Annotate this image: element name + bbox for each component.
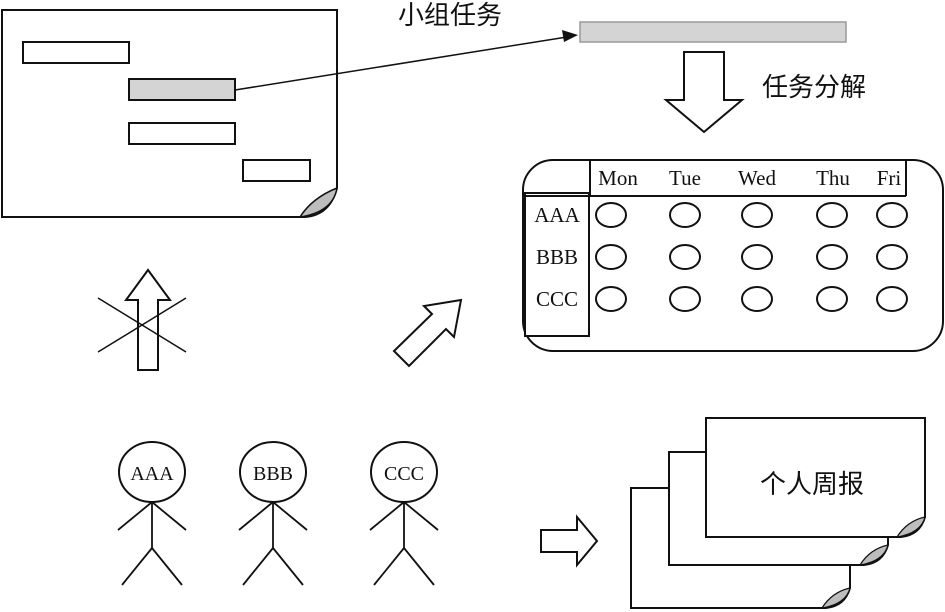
- slot-circle: [741, 202, 773, 228]
- slot-circle: [595, 244, 627, 270]
- report-page-front: [705, 417, 926, 538]
- day-header: Mon: [598, 166, 638, 190]
- task-decomposition-label: 任务分解: [762, 73, 866, 103]
- up-arrow: [124, 268, 172, 371]
- diagonal-arrow: [392, 298, 463, 368]
- slot-circle: [876, 244, 908, 270]
- slot-circle: [816, 202, 848, 228]
- person-name: CCC: [384, 463, 424, 485]
- slot-circle: [669, 286, 701, 312]
- member-row-label: BBB: [536, 245, 578, 269]
- day-header: Wed: [738, 166, 776, 190]
- slot-circle: [876, 202, 908, 228]
- slot-circle: [876, 286, 908, 312]
- day-header: Thu: [816, 166, 850, 190]
- connector-arrow: [234, 30, 578, 91]
- blocked-arrow: [97, 268, 187, 371]
- day-header: Fri: [877, 166, 902, 190]
- schedule-table: Mon Tue Wed Thu Fri AAA BBB CCC: [522, 159, 944, 352]
- task-bar: [128, 122, 236, 145]
- person-ccc: CCC: [369, 441, 439, 586]
- day-header: Tue: [669, 166, 701, 190]
- decompose-arrow: [663, 51, 745, 134]
- person-bbb: BBB: [238, 441, 308, 586]
- member-row-label: CCC: [536, 287, 578, 311]
- task-bar: [22, 41, 130, 64]
- person-name: AAA: [130, 463, 174, 485]
- slot-circle: [669, 202, 701, 228]
- member-row-label: AAA: [534, 203, 580, 227]
- group-task-label: 小组任务: [398, 1, 502, 31]
- page-fold: [298, 186, 338, 218]
- task-bar-highlighted: [128, 78, 236, 101]
- slot-circle: [595, 202, 627, 228]
- right-arrow: [540, 514, 599, 568]
- task-bar: [242, 159, 311, 182]
- slot-circle: [669, 244, 701, 270]
- group-task-bar: [579, 21, 847, 43]
- slot-circle: [816, 244, 848, 270]
- group-plan-document: [1, 9, 338, 218]
- member-column: [524, 192, 590, 337]
- slot-circle: [741, 286, 773, 312]
- cross-out-line: [97, 297, 187, 353]
- slot-circle: [816, 286, 848, 312]
- person-aaa: AAA: [117, 441, 187, 586]
- slot-circle: [741, 244, 773, 270]
- slot-circle: [595, 286, 627, 312]
- person-name: BBB: [253, 463, 293, 485]
- weekly-report-label: 个人周报: [760, 470, 864, 500]
- weekly-report-stack: 个人周报: [630, 417, 926, 609]
- slot-grid: [595, 202, 908, 312]
